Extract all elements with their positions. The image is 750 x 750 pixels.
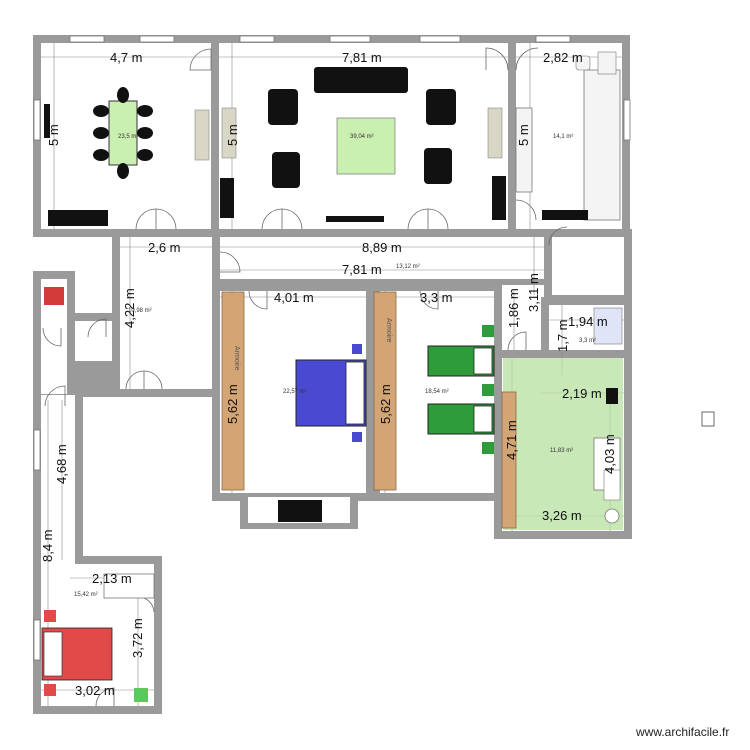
- twin-bedroom-set: [373, 291, 495, 491]
- dim-service-height: 3,11 m: [526, 273, 541, 312]
- area-guest: 15,42 m²: [74, 592, 98, 598]
- wardrobe-labels: Armoire Armoire: [233, 318, 392, 371]
- dim-guest-width: 3,02 m: [75, 683, 115, 698]
- living-set: [220, 67, 506, 222]
- dim-entry-height: 4,22 m: [122, 288, 137, 328]
- area-wc: 3,3 m²: [579, 338, 596, 344]
- watermark: www.archifacile.fr: [635, 725, 729, 739]
- area-dining: 23,5 m²: [118, 134, 138, 140]
- doors: [42, 47, 568, 707]
- dim-closet-width: 2,13 m: [92, 571, 132, 586]
- area-twin: 18,54 m²: [425, 389, 449, 395]
- area-labels: 23,5 m² 39,04 m² 14,1 m² 13,12 m² 10,98 …: [74, 134, 596, 598]
- dining-set: [44, 87, 210, 226]
- dim-hall-width: 8,89 m: [362, 240, 402, 255]
- dim-hall-inner-width: 7,81 m: [342, 262, 382, 277]
- stair-symbol: [701, 411, 715, 427]
- dim-twin-width: 3,3 m: [420, 290, 453, 305]
- dim-bath-side-height: 4,03 m: [602, 434, 617, 474]
- dim-bath-height: 4,71 m: [504, 420, 519, 460]
- dim-wc-width: 1,94 m: [568, 314, 608, 329]
- area-living: 39,04 m²: [350, 134, 374, 140]
- area-bath: 11,83 m²: [550, 448, 573, 454]
- wardrobe-left-label: Armoire: [233, 346, 240, 371]
- dim-kitchen-height: 5 m: [516, 124, 531, 146]
- wardrobe-right-label: Armoire: [385, 318, 392, 343]
- bathroom-set: [501, 307, 623, 530]
- dim-passage-height: 1,86 m: [506, 288, 521, 328]
- dim-living-width: 7,81 m: [342, 50, 382, 65]
- dim-dining-height: 5 m: [46, 124, 61, 146]
- dim-wc-height: 1,7 m: [555, 319, 570, 352]
- guest-bedroom-set: [41, 287, 155, 702]
- dim-twin-height: 5,62 m: [378, 384, 393, 424]
- dim-bath-top-width: 2,19 m: [562, 386, 602, 401]
- dim-bath-width: 3,26 m: [542, 508, 582, 523]
- dim-dining-width: 4,7 m: [110, 50, 143, 65]
- master-bedroom-set: [221, 291, 367, 522]
- area-kitchen: 14,1 m²: [553, 134, 573, 140]
- area-hall: 13,12 m²: [396, 264, 420, 270]
- dim-corridor-total: 8,4 m: [40, 529, 55, 562]
- area-master: 22,57 m²: [283, 389, 307, 395]
- dim-entry-width: 2,6 m: [148, 240, 181, 255]
- kitchen-set: [515, 51, 621, 221]
- dim-corridor-height: 4,68 m: [54, 444, 69, 484]
- area-entry: 10,98 m²: [128, 308, 152, 314]
- dimension-labels: 4,7 m 7,81 m 2,82 m 5 m 5 m 5 m 2,6 m 8,…: [40, 50, 617, 698]
- dim-kitchen-width: 2,82 m: [543, 50, 583, 65]
- dim-master-width: 4,01 m: [274, 290, 314, 305]
- dim-master-height: 5,62 m: [225, 384, 240, 424]
- dim-living-height: 5 m: [225, 124, 240, 146]
- dim-guest-height: 3,72 m: [130, 618, 145, 658]
- windows: [33, 35, 631, 661]
